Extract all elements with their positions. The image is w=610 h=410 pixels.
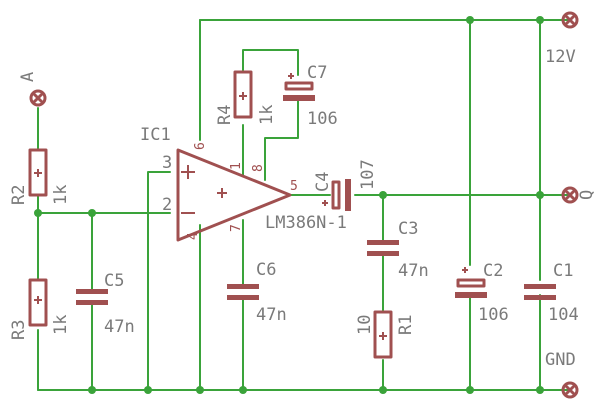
junction-c5-gnd bbox=[88, 386, 96, 394]
label-c5-name: C5 bbox=[104, 271, 124, 291]
wire-pin3 bbox=[147, 171, 171, 391]
capacitor-c2-symbol bbox=[455, 267, 487, 298]
junction-r1-gnd bbox=[379, 386, 387, 394]
pin-8-label: 8 bbox=[251, 164, 266, 172]
pad-q-icon bbox=[561, 186, 579, 204]
capacitor-c6-symbol bbox=[227, 284, 259, 300]
resistor-r3-symbol bbox=[28, 278, 48, 327]
junctions bbox=[34, 16, 544, 394]
pad-gnd-icon bbox=[561, 381, 579, 399]
label-c7-value: 106 bbox=[307, 109, 338, 129]
junction-c2-gnd bbox=[466, 386, 474, 394]
label-r1-value: 10 bbox=[355, 315, 375, 335]
junction-pin3-gnd bbox=[144, 386, 152, 394]
junction-c5 bbox=[88, 209, 96, 217]
label-r2-value: 1k bbox=[51, 185, 71, 205]
label-c3-value: 47n bbox=[398, 261, 429, 281]
label-ic1-value: LM386N-1 bbox=[265, 213, 347, 233]
label-r4-value: 1k bbox=[257, 105, 277, 125]
label-c4-name: C4 bbox=[313, 172, 333, 192]
junction-c1-out bbox=[536, 191, 544, 199]
junction-c6-gnd bbox=[239, 386, 247, 394]
label-c1-name: C1 bbox=[553, 261, 573, 281]
capacitor-c4-symbol bbox=[322, 179, 351, 211]
net-label-12v: 12V bbox=[545, 47, 576, 67]
label-c6-value: 47n bbox=[256, 305, 287, 325]
label-r4-name: R4 bbox=[215, 105, 235, 125]
pin-6-label: 6 bbox=[193, 142, 208, 150]
net-label-a: A bbox=[18, 72, 38, 82]
junction-c2-12v bbox=[466, 16, 474, 24]
ic1-pin-numbers: 3 2 6 4 1 8 7 5 bbox=[162, 142, 298, 240]
label-r3-name: R3 bbox=[9, 320, 29, 340]
pin-3-label: 3 bbox=[162, 153, 172, 173]
labels: A 12V Q GND IC1 LM386N-1 R2 1k R3 1k R4 … bbox=[9, 47, 597, 370]
resistor-r1-symbol bbox=[373, 310, 393, 359]
wire-r4-top bbox=[242, 49, 299, 76]
pin-7-label: 7 bbox=[229, 224, 244, 232]
label-c2-name: C2 bbox=[483, 261, 503, 281]
resistor-r4-symbol bbox=[233, 70, 253, 119]
pin-5-label: 5 bbox=[290, 179, 298, 194]
pin-1-label: 1 bbox=[229, 162, 244, 170]
capacitor-c1-symbol bbox=[524, 284, 556, 300]
capacitor-c7-symbol bbox=[283, 73, 315, 101]
opamp-ic1-symbol bbox=[176, 148, 292, 242]
label-r2-name: R2 bbox=[9, 185, 29, 205]
pad-12v-icon bbox=[561, 11, 579, 29]
label-c3-name: C3 bbox=[398, 219, 418, 239]
label-r1-name: R1 bbox=[396, 315, 416, 335]
pin-2-label: 2 bbox=[162, 195, 172, 215]
resistor-r2-symbol bbox=[28, 148, 48, 197]
pad-a-icon bbox=[29, 89, 47, 107]
label-ic1-name: IC1 bbox=[140, 125, 171, 145]
label-c7-name: C7 bbox=[307, 63, 327, 83]
net-label-gnd: GND bbox=[545, 350, 576, 370]
label-c6-name: C6 bbox=[256, 260, 276, 280]
label-r3-value: 1k bbox=[51, 315, 71, 335]
label-c4-value: 107 bbox=[358, 159, 378, 190]
junction-c3-out bbox=[379, 191, 387, 199]
junction-pin4-gnd bbox=[196, 386, 204, 394]
label-c1-value: 104 bbox=[548, 305, 579, 325]
junction-r2-r3 bbox=[34, 209, 42, 217]
capacitor-c3-symbol bbox=[367, 240, 399, 256]
wire-pin8 bbox=[264, 99, 299, 181]
junction-c1-12v bbox=[536, 16, 544, 24]
wires bbox=[37, 19, 571, 391]
capacitor-c5-symbol bbox=[76, 289, 108, 305]
junction-c1-gnd bbox=[536, 386, 544, 394]
pin-4-label: 4 bbox=[186, 232, 201, 240]
label-c2-value: 106 bbox=[478, 305, 509, 325]
net-label-q: Q bbox=[577, 190, 597, 200]
label-c5-value: 47n bbox=[104, 317, 135, 337]
